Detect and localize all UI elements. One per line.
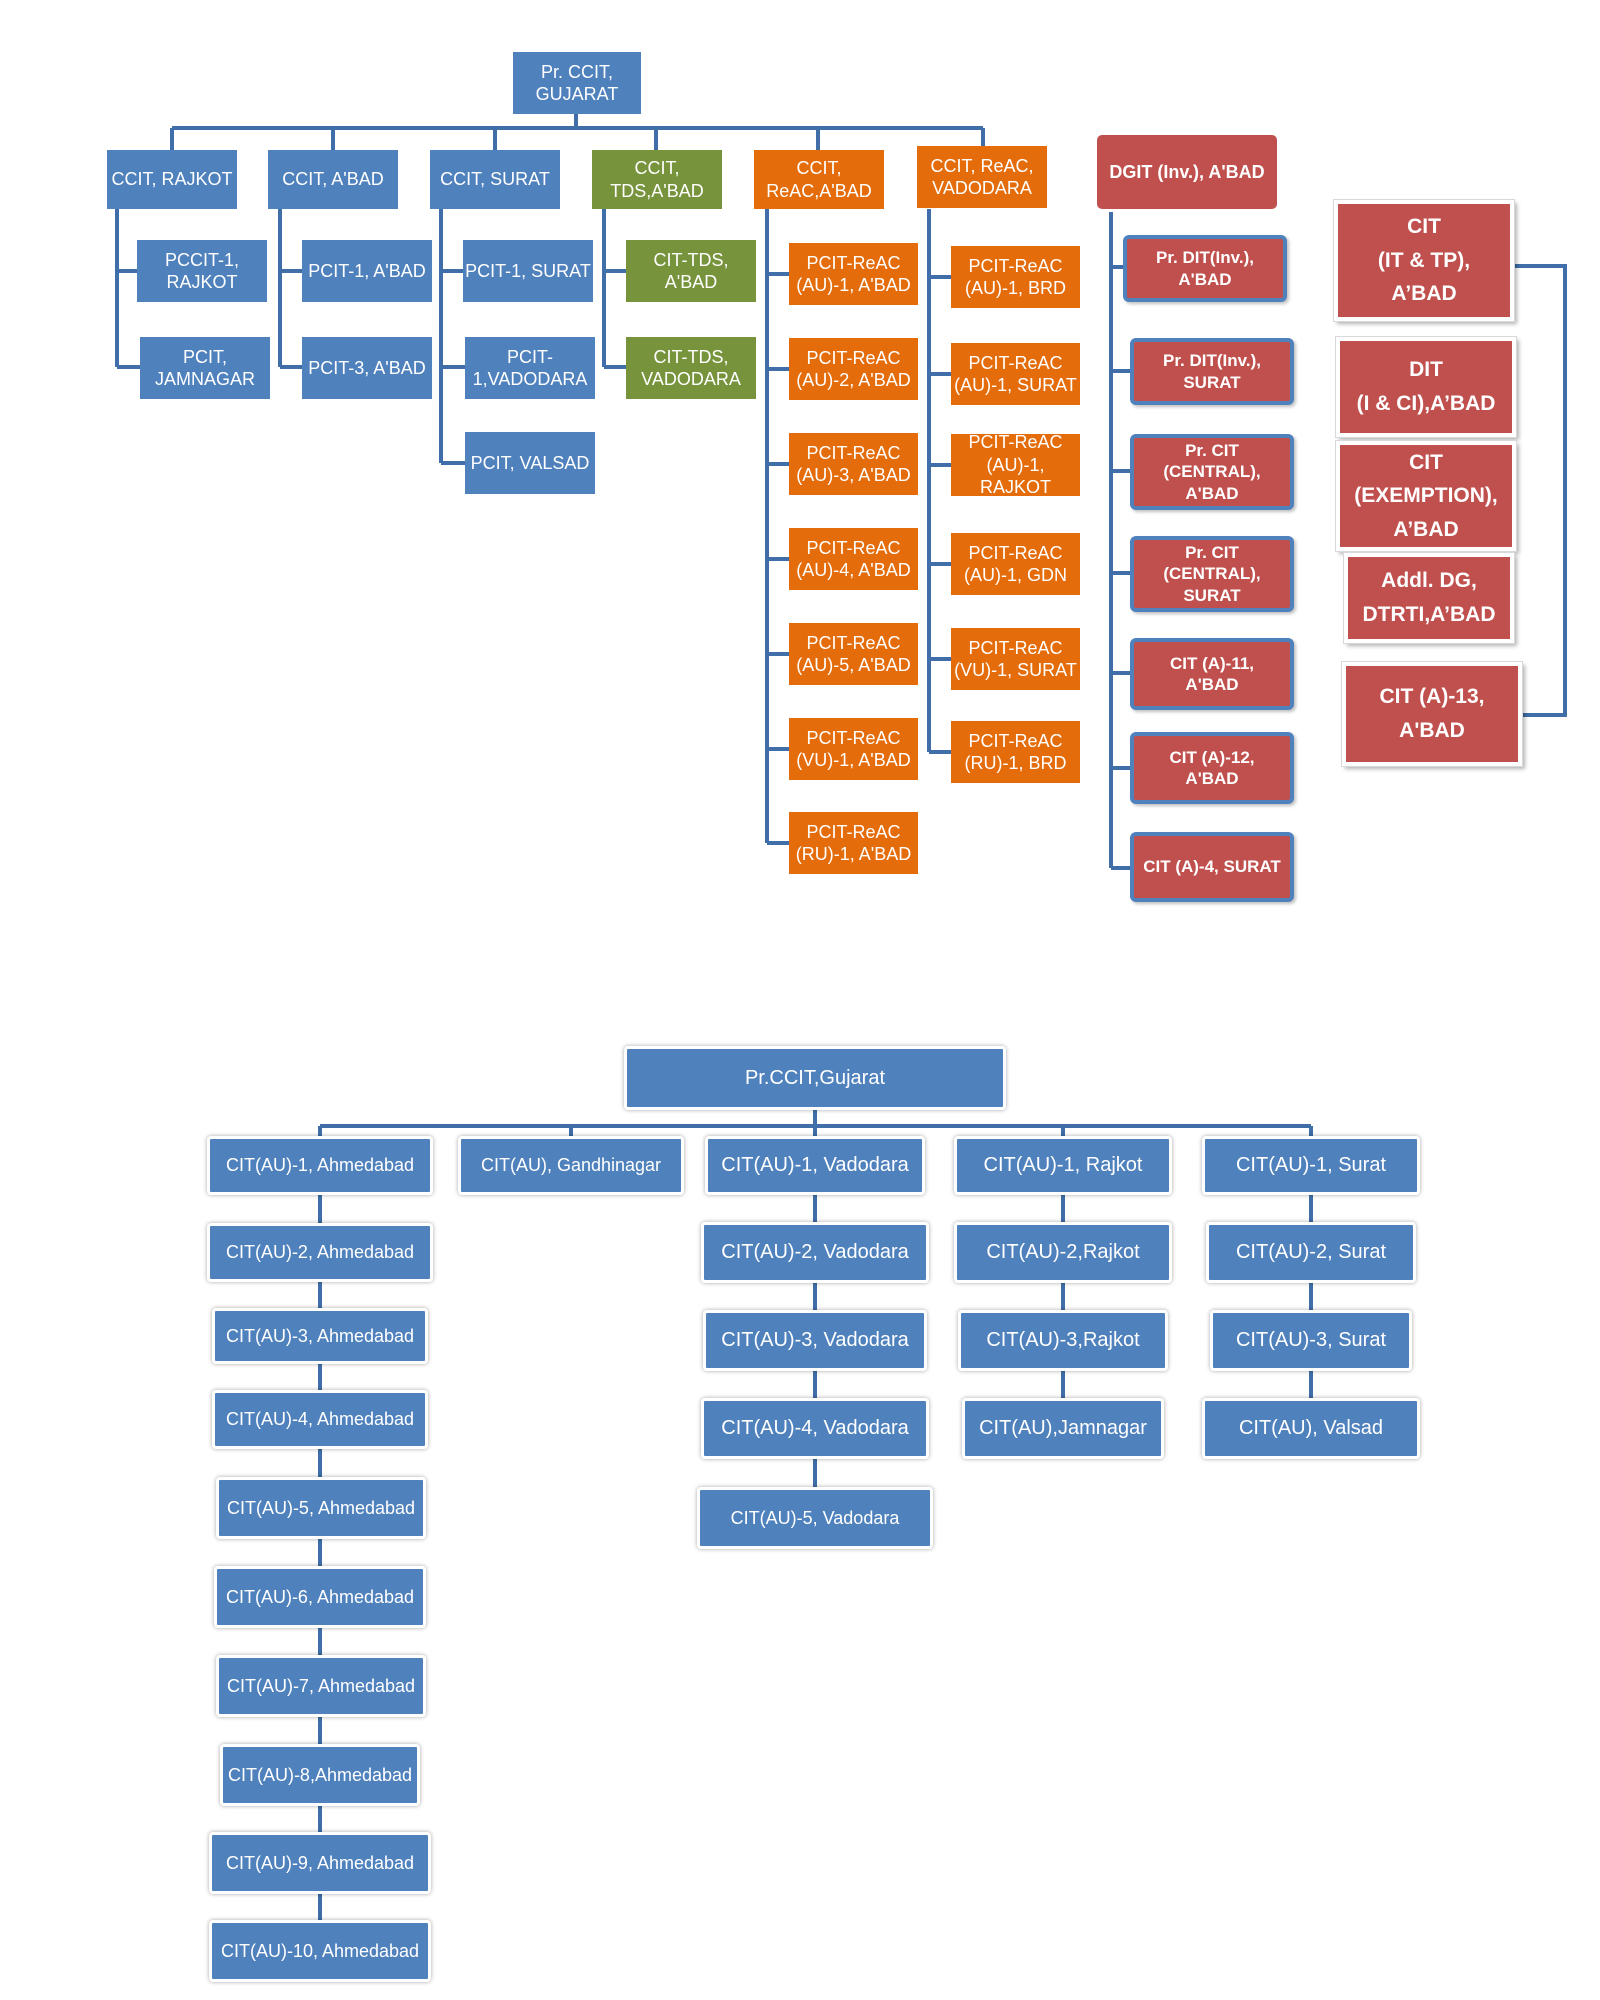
node-cit-au-3-ahmedabad: CIT(AU)-3, Ahmedabad bbox=[212, 1308, 428, 1364]
node-cit-au-3-surat: CIT(AU)-3, Surat bbox=[1210, 1310, 1412, 1371]
node-dgit-inv-abad: DGIT (Inv.), A'BAD bbox=[1097, 135, 1277, 209]
node-pr-cit-central-surat: Pr. CIT (CENTRAL), SURAT bbox=[1130, 536, 1294, 612]
node-pcit-reac-ru-1-abad: PCIT-ReAC (RU)-1, A'BAD bbox=[789, 812, 918, 874]
node-ccit-rajkot: CCIT, RAJKOT bbox=[107, 150, 237, 209]
node-ccit-abad: CCIT, A'BAD bbox=[268, 150, 398, 209]
node-ccit-reac-vadodara: CCIT, ReAC, VADODARA bbox=[917, 146, 1047, 208]
node-pr-cit-central-abad: Pr. CIT (CENTRAL), A'BAD bbox=[1130, 434, 1294, 510]
node-pcit-reac-au-5-abad: PCIT-ReAC (AU)-5, A'BAD bbox=[789, 623, 918, 685]
node-pcit-reac-au-1-rajkot: PCIT-ReAC (AU)-1, RAJKOT bbox=[951, 432, 1080, 497]
node-cit-au-gandhinagar: CIT(AU), Gandhinagar bbox=[458, 1136, 684, 1195]
node-pcit-1-surat: PCIT-1, SURAT bbox=[463, 240, 593, 302]
node-cit-a-12-abad: CIT (A)-12, A'BAD bbox=[1130, 732, 1294, 804]
node-dit-i-ci-abad: DIT (I & CI),A’BAD bbox=[1335, 336, 1517, 438]
node-cit-au-1-surat: CIT(AU)-1, Surat bbox=[1202, 1136, 1420, 1195]
node-pr-dit-inv-abad: Pr. DIT(Inv.), A'BAD bbox=[1123, 235, 1287, 302]
node-cit-au-8-ahmedabad: CIT(AU)-8,Ahmedabad bbox=[220, 1744, 420, 1806]
node-cit-a-13-abad: CIT (A)-13, A'BAD bbox=[1341, 661, 1523, 767]
node-pcit-jamnagar: PCIT, JAMNAGAR bbox=[140, 337, 270, 399]
node-pcit-reac-au-1-brd: PCIT-ReAC (AU)-1, BRD bbox=[951, 246, 1080, 308]
node-pcit-valsad: PCIT, VALSAD bbox=[465, 432, 595, 494]
node-cit-tds-abad: CIT-TDS, A'BAD bbox=[626, 240, 756, 302]
node-addl-dg-dtrti-abad: Addl. DG, DTRTI,A’BAD bbox=[1343, 552, 1515, 644]
node-cit-au-9-ahmedabad: CIT(AU)-9, Ahmedabad bbox=[209, 1832, 431, 1894]
node-cit-au-5-ahmedabad: CIT(AU)-5, Ahmedabad bbox=[216, 1477, 426, 1539]
node-cit-au-6-ahmedabad: CIT(AU)-6, Ahmedabad bbox=[214, 1566, 426, 1628]
node-cit-au-5-vadodara: CIT(AU)-5, Vadodara bbox=[697, 1487, 933, 1549]
node-pcit-reac-au-1-gdn: PCIT-ReAC (AU)-1, GDN bbox=[951, 533, 1080, 595]
node-cit-au-2-rajkot: CIT(AU)-2,Rajkot bbox=[954, 1222, 1172, 1283]
node-ccit-tds-abad: CCIT, TDS,A'BAD bbox=[592, 150, 722, 209]
node-cit-au-1-vadodara: CIT(AU)-1, Vadodara bbox=[705, 1136, 925, 1195]
node-cit-tds-vadodara: CIT-TDS, VADODARA bbox=[626, 337, 756, 399]
node-cit-au-10-ahmedabad: CIT(AU)-10, Ahmedabad bbox=[209, 1920, 431, 1982]
node-pcit-3-abad: PCIT-3, A'BAD bbox=[302, 337, 432, 399]
node-pr-dit-inv-surat: Pr. DIT(Inv.), SURAT bbox=[1130, 338, 1294, 405]
node-cit-it-tp-abad: CIT (IT & TP), A’BAD bbox=[1333, 199, 1515, 322]
node-pccit-1-rajkot: PCCIT-1, RAJKOT bbox=[137, 240, 267, 302]
node-pcit-reac-au-3-abad: PCIT-ReAC (AU)-3, A'BAD bbox=[789, 433, 918, 495]
node-pcit-reac-au-4-abad: PCIT-ReAC (AU)-4, A'BAD bbox=[789, 528, 918, 590]
node-cit-au-2-vadodara: CIT(AU)-2, Vadodara bbox=[701, 1222, 929, 1283]
node-cit-au-3-rajkot: CIT(AU)-3,Rajkot bbox=[958, 1310, 1168, 1371]
node-cit-au-4-ahmedabad: CIT(AU)-4, Ahmedabad bbox=[212, 1390, 428, 1449]
node-cit-au-3-vadodara: CIT(AU)-3, Vadodara bbox=[703, 1310, 927, 1371]
node-pcit-1-vadodara: PCIT- 1,VADODARA bbox=[465, 337, 595, 399]
root-node-pr-ccit-gujarat-au: Pr.CCIT,Gujarat bbox=[624, 1046, 1006, 1110]
node-cit-au-jamnagar: CIT(AU),Jamnagar bbox=[962, 1398, 1164, 1459]
node-ccit-reac-abad: CCIT, ReAC,A'BAD bbox=[754, 150, 884, 209]
node-cit-au-2-surat: CIT(AU)-2, Surat bbox=[1206, 1222, 1416, 1283]
node-cit-au-2-ahmedabad: CIT(AU)-2, Ahmedabad bbox=[207, 1223, 433, 1282]
node-pcit-reac-ru-1-brd: PCIT-ReAC (RU)-1, BRD bbox=[951, 721, 1080, 783]
node-pcit-reac-vu-1-surat: PCIT-ReAC (VU)-1, SURAT bbox=[951, 628, 1080, 690]
node-ccit-surat: CCIT, SURAT bbox=[430, 150, 560, 209]
root-node-pr-ccit-gujarat: Pr. CCIT, GUJARAT bbox=[513, 52, 641, 114]
node-cit-a-4-surat: CIT (A)-4, SURAT bbox=[1130, 832, 1294, 902]
node-cit-au-1-ahmedabad: CIT(AU)-1, Ahmedabad bbox=[207, 1136, 433, 1195]
node-cit-au-1-rajkot: CIT(AU)-1, Rajkot bbox=[954, 1136, 1172, 1195]
node-cit-au-7-ahmedabad: CIT(AU)-7, Ahmedabad bbox=[216, 1655, 426, 1717]
node-cit-a-11-abad: CIT (A)-11, A'BAD bbox=[1130, 638, 1294, 710]
node-pcit-reac-vu-1-abad: PCIT-ReAC (VU)-1, A'BAD bbox=[789, 718, 918, 780]
node-pcit-reac-au-2-abad: PCIT-ReAC (AU)-2, A'BAD bbox=[789, 338, 918, 400]
node-pcit-reac-au-1-surat: PCIT-ReAC (AU)-1, SURAT bbox=[951, 343, 1080, 405]
node-pcit-1-abad: PCIT-1, A'BAD bbox=[302, 240, 432, 302]
node-cit-au-4-vadodara: CIT(AU)-4, Vadodara bbox=[701, 1398, 929, 1459]
node-cit-exemption-abad: CIT (EXEMPTION), A’BAD bbox=[1335, 440, 1517, 552]
node-pcit-reac-au-1-abad: PCIT-ReAC (AU)-1, A'BAD bbox=[789, 243, 918, 305]
node-cit-au-valsad: CIT(AU), Valsad bbox=[1202, 1398, 1420, 1459]
